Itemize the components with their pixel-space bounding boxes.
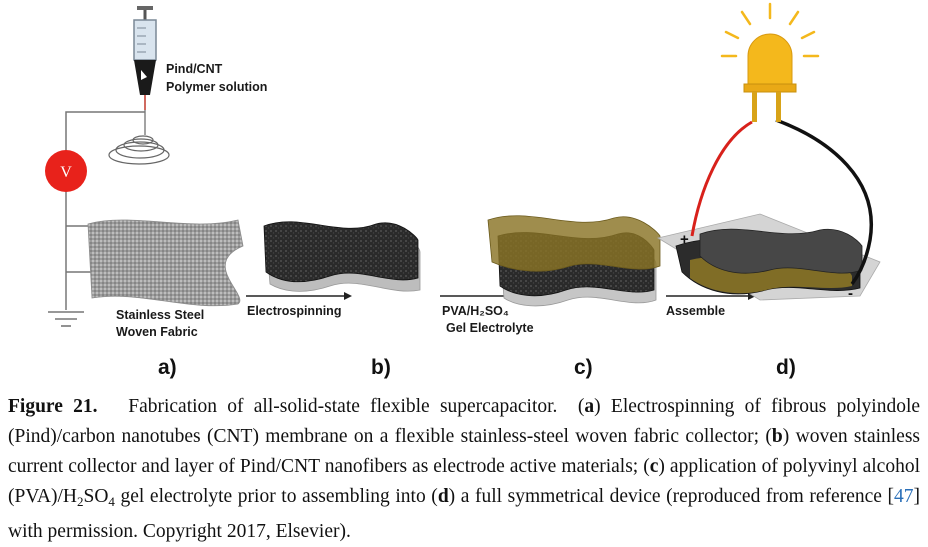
panel-label-a: a) [158, 356, 177, 379]
arrow-electrospinning [246, 292, 352, 300]
caption-part-c-3: gel electrolyte prior to assembling into [120, 486, 426, 507]
figure-number: Figure 21. [8, 396, 98, 417]
caption-tail: with permission. Copyright 2017, Elsevie… [8, 521, 351, 542]
stainless-steel-fabric [87, 219, 244, 307]
minus-terminal-label: - [848, 285, 853, 302]
voltmeter-label: V [60, 164, 72, 181]
step-c-label-line2: Gel Electrolyte [446, 321, 534, 335]
caption-part-d: a full symmetrical device (reproduced fr… [460, 486, 882, 507]
caption-sub-1: 2 [76, 494, 84, 509]
caption-letter-a: a [584, 396, 595, 417]
plus-terminal-label: + [680, 231, 689, 248]
electrode-layer-b [263, 221, 421, 292]
fabric-label-line1: Stainless Steel [116, 308, 204, 322]
fabric-label-line2: Woven Fabric [116, 325, 198, 339]
panel-label-c: c) [574, 356, 593, 379]
wire-red [690, 120, 753, 237]
electrode-with-electrolyte-c [487, 215, 661, 307]
caption-title: Fabrication of all-solid-state flexible … [128, 396, 558, 417]
caption-part-c-2: SO [83, 486, 109, 507]
step-c-label-line1: PVA/H₂SO₄ [442, 304, 509, 318]
wire-black [775, 118, 873, 286]
assembled-device-d [656, 213, 881, 301]
caption-part-c-1: application of polyvinyl alcohol (PVA)/H [8, 456, 921, 507]
panel-label-d: d) [776, 356, 796, 379]
caption-sub-2: 4 [108, 494, 115, 509]
figure-illustration: V Stainless Steel Woven Fabric Pind/CNT … [45, 2, 881, 379]
fiber-jet-icon [108, 110, 170, 165]
solution-label-line2: Polymer solution [166, 80, 267, 94]
solution-label-line1: Pind/CNT [166, 62, 223, 76]
caption-letter-c: c [649, 456, 659, 477]
panel-label-b: b) [371, 356, 391, 379]
step-b-label: Electrospinning [247, 304, 341, 318]
caption-part-b: woven stainless current collector and la… [8, 426, 921, 477]
voltmeter-icon: V [45, 150, 87, 192]
figure-caption: Figure 21. Fabrication of all-solid-stat… [8, 396, 921, 542]
caption-letter-b: b [771, 426, 783, 447]
led-bulb-icon [720, 2, 820, 122]
reference-link[interactable]: 47 [894, 486, 914, 507]
step-d-label: Assemble [666, 304, 725, 318]
caption-letter-d: d [437, 486, 449, 507]
caption-part-a: Electrospinning of fibrous polyindole (P… [8, 396, 921, 447]
ground-icon [48, 311, 84, 327]
syringe-icon [133, 6, 157, 110]
